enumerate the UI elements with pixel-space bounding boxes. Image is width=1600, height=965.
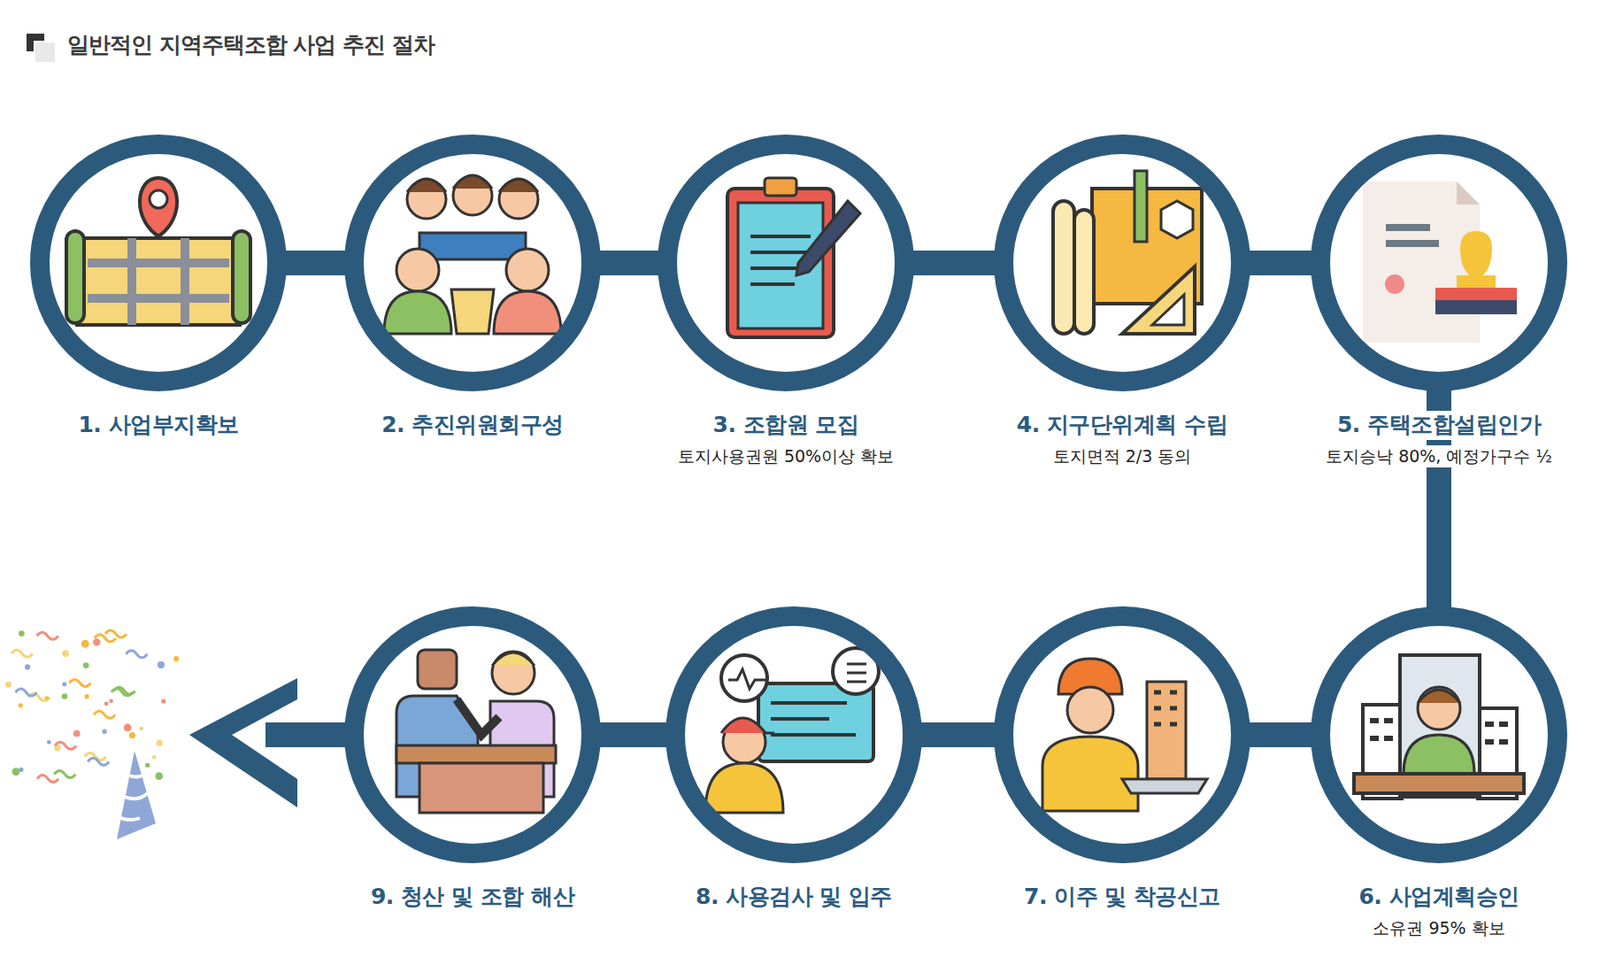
confetti-piece <box>73 730 81 738</box>
confetti-piece <box>125 650 147 658</box>
step-node: 1. 사업부지확보 <box>0 134 318 440</box>
confetti-piece <box>18 767 24 772</box>
confetti-piece <box>129 731 136 739</box>
map-icon <box>66 177 251 325</box>
confetti-piece <box>45 695 49 700</box>
step-circle <box>344 606 601 863</box>
step-heading: 4. 지구단위계획 수립 <box>1009 410 1235 440</box>
confetti-piece <box>54 741 77 749</box>
confetti-piece <box>154 771 163 780</box>
step-circle <box>30 134 287 392</box>
step-heading: 2. 추진위원회구성 <box>374 410 571 440</box>
step-condition: 토지면적 2/3 동의 <box>1046 445 1200 469</box>
confetti-piece <box>161 698 166 703</box>
confetti-piece <box>108 698 114 703</box>
step-heading: 3. 조합원 모집 <box>706 410 867 440</box>
confetti-piece <box>92 638 100 646</box>
handshake-icon <box>396 649 556 813</box>
final-arrow <box>189 677 347 808</box>
title-icon <box>26 33 55 62</box>
flow-connector <box>1246 722 1315 747</box>
step-heading: 8. 사용검사 및 입주 <box>688 882 900 912</box>
step-circle <box>1310 606 1568 863</box>
confetti-piece <box>61 649 70 657</box>
approval-icon <box>1362 181 1517 343</box>
step-heading: 6. 사업계획승인 <box>1351 882 1526 912</box>
confetti-piece <box>157 661 165 669</box>
step-node: 3. 조합원 모집토지사용권원 50%이상 확보 <box>626 134 946 468</box>
flow-connector <box>597 722 670 747</box>
confetti-piece <box>155 738 162 746</box>
inspection-icon <box>705 647 879 813</box>
step-node: 5. 주택조합설립인가토지승낙 80%, 예정가구수 ½ <box>1279 134 1599 468</box>
flow-connector <box>1246 250 1315 276</box>
diagram-title: 일반적인 지역주택조합 사업 추진 절차 <box>67 30 435 60</box>
buildings-icon <box>1353 654 1524 799</box>
party-popper <box>5 630 179 839</box>
step-node: 9. 청산 및 조합 해산 <box>313 606 632 912</box>
confetti-piece <box>123 723 132 732</box>
step-heading: 9. 청산 및 조합 해산 <box>363 882 582 912</box>
plan-icon <box>1053 170 1202 334</box>
confetti-piece <box>5 681 12 688</box>
flow-connector <box>597 250 662 276</box>
confetti-piece <box>61 692 68 699</box>
confetti-piece <box>84 693 89 699</box>
step-heading: 7. 이주 및 착공신고 <box>1016 882 1228 912</box>
confetti-piece <box>138 726 144 731</box>
construction-icon <box>1042 658 1208 811</box>
step-circle <box>665 606 923 863</box>
step-heading: 5. 주택조합설립인가 <box>1330 410 1548 440</box>
confetti-piece <box>12 767 21 776</box>
step-heading: 1. 사업부지확보 <box>70 410 246 440</box>
confetti-piece <box>61 681 67 686</box>
confetti-piece <box>24 663 31 670</box>
confetti-piece <box>15 688 38 696</box>
step-circle <box>1310 134 1568 392</box>
confetti-piece <box>101 729 107 734</box>
confetti-piece <box>18 630 25 637</box>
confetti-piece <box>104 700 109 706</box>
confetti-piece <box>37 775 59 783</box>
step-circle <box>657 134 915 392</box>
step-circle <box>993 134 1251 392</box>
confetti-piece <box>105 630 127 638</box>
step-condition: 토지승낙 80%, 예정가구수 ½ <box>1318 445 1560 469</box>
step-node: 6. 사업계획승인소유권 95% 확보 <box>1279 606 1599 939</box>
confetti-piece <box>83 661 90 669</box>
confetti-piece <box>173 655 179 662</box>
step-node: 4. 지구단위계획 수립토지면적 2/3 동의 <box>962 134 1282 468</box>
confetti-piece <box>145 762 150 768</box>
step-node: 8. 사용검사 및 입주 <box>634 606 954 912</box>
step-condition: 소유권 95% 확보 <box>1365 916 1512 940</box>
confetti-piece <box>18 702 24 708</box>
confetti-piece <box>93 710 116 718</box>
flow-connector <box>910 250 998 276</box>
confetti-piece <box>81 639 90 648</box>
confetti-piece <box>69 679 91 687</box>
confetti-piece <box>53 770 76 778</box>
step-circle <box>344 134 601 392</box>
confetti-piece <box>94 634 116 642</box>
committee-icon <box>384 175 562 334</box>
confetti-piece <box>11 649 33 657</box>
clipboard-icon <box>727 177 861 338</box>
flow-connector <box>918 722 998 747</box>
step-node: 7. 이주 및 착공신고 <box>962 606 1282 912</box>
confetti-piece <box>152 754 157 760</box>
step-circle <box>993 606 1251 863</box>
step-node: 2. 추진위원회구성 <box>313 134 632 440</box>
confetti-piece <box>37 631 59 639</box>
confetti-piece <box>114 686 136 694</box>
confetti-piece <box>46 739 52 745</box>
step-condition: 토지사용권원 50%이상 확보 <box>670 445 901 469</box>
flow-connector <box>283 250 348 276</box>
confetti-piece <box>87 757 109 765</box>
